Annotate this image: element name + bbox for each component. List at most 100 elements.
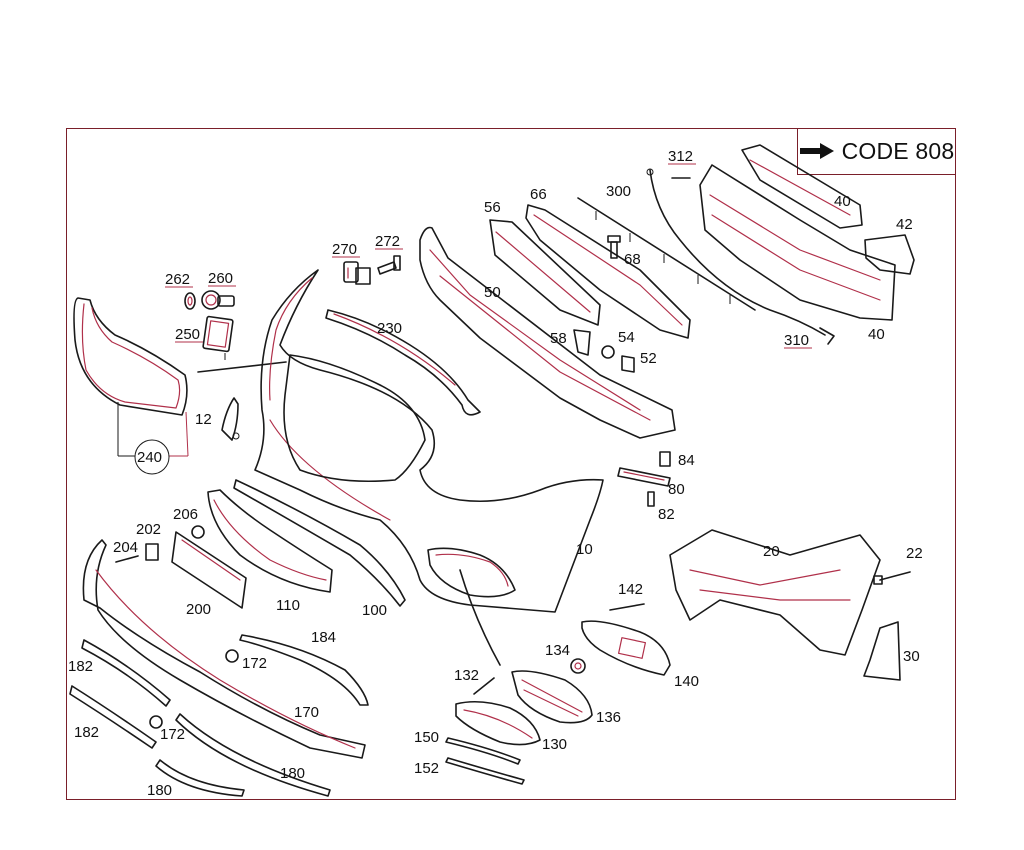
part-172-clip-a bbox=[225, 649, 239, 663]
label-250: 250 bbox=[175, 326, 200, 343]
part-152-strip bbox=[445, 757, 525, 785]
label-110: 110 bbox=[276, 597, 300, 614]
code-label: CODE 808 bbox=[841, 137, 955, 164]
label-12: 12 bbox=[195, 411, 212, 428]
part-100-lower-strip bbox=[233, 479, 406, 607]
part-180-trim-b bbox=[155, 759, 245, 797]
label-180-left: 180 bbox=[147, 782, 172, 799]
right-arrow-icon bbox=[799, 143, 834, 159]
part-54-nut bbox=[601, 345, 615, 359]
label-42: 42 bbox=[896, 216, 913, 233]
label-50: 50 bbox=[484, 284, 501, 301]
label-10: 10 bbox=[576, 541, 593, 558]
label-68: 68 bbox=[624, 251, 641, 268]
label-132: 132 bbox=[454, 667, 479, 684]
part-134-nut bbox=[570, 658, 586, 674]
label-230: 230 bbox=[377, 320, 402, 337]
label-56: 56 bbox=[484, 199, 501, 216]
part-182-trim-a bbox=[81, 639, 171, 707]
label-54: 54 bbox=[618, 329, 635, 346]
label-204: 204 bbox=[113, 539, 138, 556]
part-52-clip bbox=[621, 355, 635, 373]
part-230-trim-strip bbox=[325, 309, 481, 416]
part-30-bracket bbox=[863, 621, 901, 681]
part-204-screw bbox=[115, 555, 139, 563]
part-170-lower-spoiler bbox=[82, 539, 366, 759]
part-68-bolt bbox=[607, 235, 621, 259]
label-142: 142 bbox=[618, 581, 643, 598]
part-182-trim-b bbox=[69, 685, 157, 749]
label-260: 260 bbox=[208, 270, 233, 287]
label-312: 312 bbox=[668, 148, 693, 165]
label-100: 100 bbox=[362, 602, 387, 619]
part-82-screw bbox=[647, 491, 655, 507]
label-30: 30 bbox=[903, 648, 920, 665]
label-82: 82 bbox=[658, 506, 675, 523]
part-84-clip bbox=[659, 451, 671, 467]
part-66-absorber bbox=[525, 204, 691, 339]
part-150-strip bbox=[445, 737, 521, 765]
label-172-lower: 172 bbox=[160, 726, 185, 743]
part-172-clip-b bbox=[149, 715, 163, 729]
part-140-fog-bracket bbox=[581, 620, 671, 676]
label-180-right: 180 bbox=[280, 765, 305, 782]
label-140: 140 bbox=[674, 673, 699, 690]
label-80: 80 bbox=[668, 481, 685, 498]
label-206: 206 bbox=[173, 506, 198, 523]
part-130-fog-grille bbox=[455, 700, 541, 746]
part-42-bracket bbox=[864, 234, 915, 275]
part-110-lower-grille bbox=[207, 489, 333, 593]
label-150: 150 bbox=[414, 729, 439, 746]
part-136-fog-cover bbox=[511, 670, 593, 724]
label-202: 202 bbox=[136, 521, 161, 538]
part-56-grille-bracket bbox=[419, 219, 676, 439]
label-240: 240 bbox=[137, 449, 162, 466]
part-312-cable bbox=[646, 168, 835, 345]
label-152: 152 bbox=[414, 760, 439, 777]
label-58: 58 bbox=[550, 330, 567, 347]
label-52: 52 bbox=[640, 350, 657, 367]
part-142-screw bbox=[609, 603, 645, 611]
part-58-bracket bbox=[573, 329, 591, 356]
part-206-clip bbox=[191, 525, 205, 539]
label-22: 22 bbox=[906, 545, 923, 562]
part-184-trim bbox=[239, 634, 369, 706]
part-200-grille-strip bbox=[171, 531, 247, 609]
label-170: 170 bbox=[294, 704, 319, 721]
label-300: 300 bbox=[606, 183, 631, 200]
label-66: 66 bbox=[530, 186, 547, 203]
part-22-screw bbox=[873, 571, 911, 585]
label-134: 134 bbox=[545, 642, 570, 659]
part-260-sensor-ring bbox=[201, 290, 235, 310]
part-272-screw bbox=[377, 255, 401, 275]
part-202-nut bbox=[145, 543, 159, 561]
part-300-cable bbox=[577, 197, 756, 311]
label-182-lower: 182 bbox=[74, 724, 99, 741]
label-262: 262 bbox=[165, 271, 190, 288]
part-240-grille-frame bbox=[73, 297, 189, 475]
label-184: 184 bbox=[311, 629, 336, 646]
label-200: 200 bbox=[186, 601, 211, 618]
part-180-trim-a bbox=[175, 713, 331, 797]
part-12-bracket-clip bbox=[221, 397, 240, 441]
code-box: CODE 808 bbox=[797, 128, 956, 175]
label-40-top: 40 bbox=[834, 193, 851, 210]
label-84: 84 bbox=[678, 452, 695, 469]
label-20: 20 bbox=[763, 543, 780, 560]
label-272: 272 bbox=[375, 233, 400, 250]
diagram-frame bbox=[66, 128, 956, 800]
part-20-side-bracket bbox=[669, 529, 881, 656]
label-40-bottom: 40 bbox=[868, 326, 885, 343]
label-310: 310 bbox=[784, 332, 809, 349]
part-132-screw bbox=[473, 677, 495, 695]
label-136: 136 bbox=[596, 709, 621, 726]
label-270: 270 bbox=[332, 241, 357, 258]
part-40-reinforcement bbox=[699, 144, 896, 321]
label-172-upper: 172 bbox=[242, 655, 267, 672]
part-250-radar-sensor bbox=[197, 315, 287, 373]
label-130: 130 bbox=[542, 736, 567, 753]
part-80-guide bbox=[617, 467, 671, 487]
part-10-bumper-cover bbox=[254, 269, 604, 666]
label-182-upper: 182 bbox=[68, 658, 93, 675]
